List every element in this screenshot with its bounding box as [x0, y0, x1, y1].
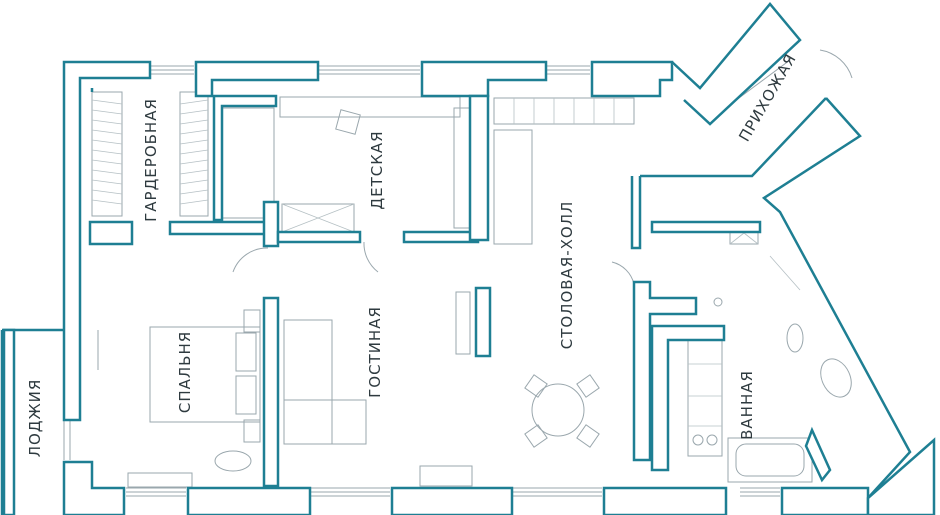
room-label-living: ГОСТИНАЯ	[366, 306, 384, 398]
wall-segment	[88, 88, 134, 246]
bedroom-furniture	[97, 247, 269, 488]
wall-segment	[590, 60, 674, 98]
wall-segment	[866, 437, 936, 515]
wall-segment	[390, 486, 514, 515]
wall-segment	[602, 486, 728, 515]
room-label-bathroom: ВАННАЯ	[738, 370, 756, 440]
wall-segment	[650, 324, 726, 472]
wall-segment	[632, 280, 698, 462]
wall-segment	[780, 486, 870, 515]
living-furniture	[283, 241, 473, 487]
wall-segment	[168, 220, 270, 236]
dining-furniture	[493, 97, 635, 448]
entrance-wall	[640, 97, 827, 178]
room-label-nursery: ДЕТСКАЯ	[368, 130, 386, 209]
wall-segment	[262, 200, 280, 248]
wall-segment	[420, 60, 548, 98]
entrance-wall	[630, 176, 642, 250]
wall-segment	[186, 486, 312, 515]
entrance-wall	[761, 97, 912, 499]
wall-segment	[262, 296, 280, 488]
wall-segment	[804, 426, 832, 483]
room-labels: ГАРДЕРОБНАЯ ДЕТСКАЯ СТОЛОВАЯ-ХОЛЛ ПРИХОЖ…	[26, 50, 800, 457]
wall-segment	[402, 230, 480, 244]
room-label-bedroom: СПАЛЬНЯ	[176, 331, 194, 413]
wall-segment	[62, 460, 126, 515]
wall-segment	[474, 286, 492, 358]
wall-segment	[468, 94, 490, 242]
wall-segment	[194, 60, 320, 98]
wall-segment	[2, 328, 16, 515]
wardrobe-shelves	[91, 91, 209, 217]
room-label-dining-hall: СТОЛОВАЯ-ХОЛЛ	[558, 201, 576, 350]
wall-segment	[650, 220, 762, 234]
windows	[63, 65, 780, 497]
wall-segment	[212, 94, 278, 222]
room-label-wardrobe: ГАРДЕРОБНАЯ	[142, 98, 160, 222]
entrance-wall	[671, 2, 802, 126]
nursery-furniture	[217, 96, 471, 233]
wall-segment	[62, 60, 152, 422]
room-label-loggia: ЛОДЖИЯ	[26, 379, 44, 458]
wall-segment	[276, 230, 362, 244]
